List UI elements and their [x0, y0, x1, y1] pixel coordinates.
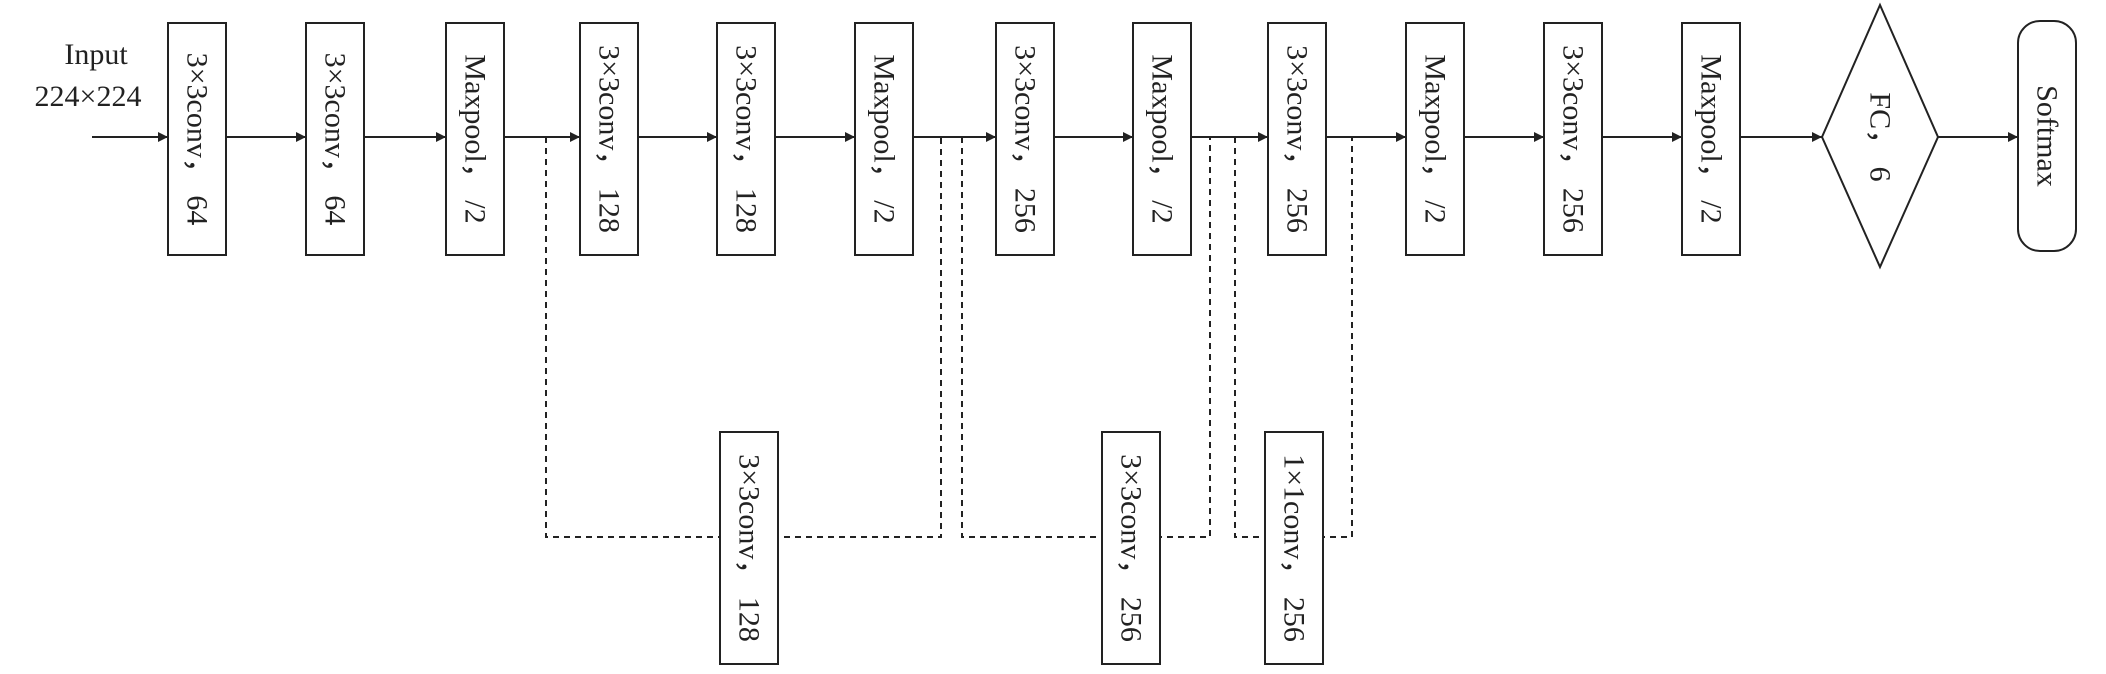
- skip-path-2: [961, 137, 1211, 538]
- main-block: 3×3conv， 256: [1267, 22, 1327, 256]
- block-label: Maxpool， /2: [1695, 54, 1728, 223]
- block-label: 3×3conv， 64: [319, 53, 352, 226]
- branch-label: 3×3conv， 256: [1115, 454, 1148, 642]
- block-label: Maxpool， /2: [1146, 54, 1179, 223]
- block-label: Maxpool， /2: [459, 54, 492, 223]
- fc-diamond: FC， 6: [1820, 2, 1940, 270]
- branch-label: 3×3conv， 128: [733, 454, 766, 642]
- input-size: 224×224: [35, 80, 142, 113]
- fc-label: FC， 6: [1864, 92, 1897, 181]
- block-label: 3×3conv， 64: [181, 53, 214, 226]
- block-label: Maxpool， /2: [868, 54, 901, 223]
- block-label: 3×3conv， 256: [1557, 45, 1590, 233]
- block-label: 3×3conv， 128: [730, 45, 763, 233]
- main-block: Maxpool， /2: [1405, 22, 1465, 256]
- main-block: Maxpool， /2: [445, 22, 505, 256]
- branch-label: 1×1conv， 256: [1278, 454, 1311, 642]
- block-label: Maxpool， /2: [1419, 54, 1452, 223]
- branch-block: 3×3conv， 256: [1101, 431, 1161, 665]
- block-label: 3×3conv， 256: [1281, 45, 1314, 233]
- block-label: 3×3conv， 256: [1009, 45, 1042, 233]
- main-block: 3×3conv， 64: [305, 22, 365, 256]
- main-block: Maxpool， /2: [1681, 22, 1741, 256]
- softmax-box: Softmax: [2017, 20, 2077, 252]
- main-block: 3×3conv， 64: [167, 22, 227, 256]
- main-block: 3×3conv， 128: [716, 22, 776, 256]
- branch-block: 3×3conv， 128: [719, 431, 779, 665]
- skip-path-3: [1234, 137, 1353, 538]
- main-block: 3×3conv， 256: [995, 22, 1055, 256]
- main-block: Maxpool， /2: [1132, 22, 1192, 256]
- input-title: Input: [64, 38, 128, 71]
- main-block: Maxpool， /2: [854, 22, 914, 256]
- skip-connections: [545, 137, 1353, 538]
- main-block: 3×3conv， 128: [579, 22, 639, 256]
- branch-block: 1×1conv， 256: [1264, 431, 1324, 665]
- block-label: 3×3conv， 128: [593, 45, 626, 233]
- softmax-label: Softmax: [2031, 85, 2064, 187]
- main-block: 3×3conv， 256: [1543, 22, 1603, 256]
